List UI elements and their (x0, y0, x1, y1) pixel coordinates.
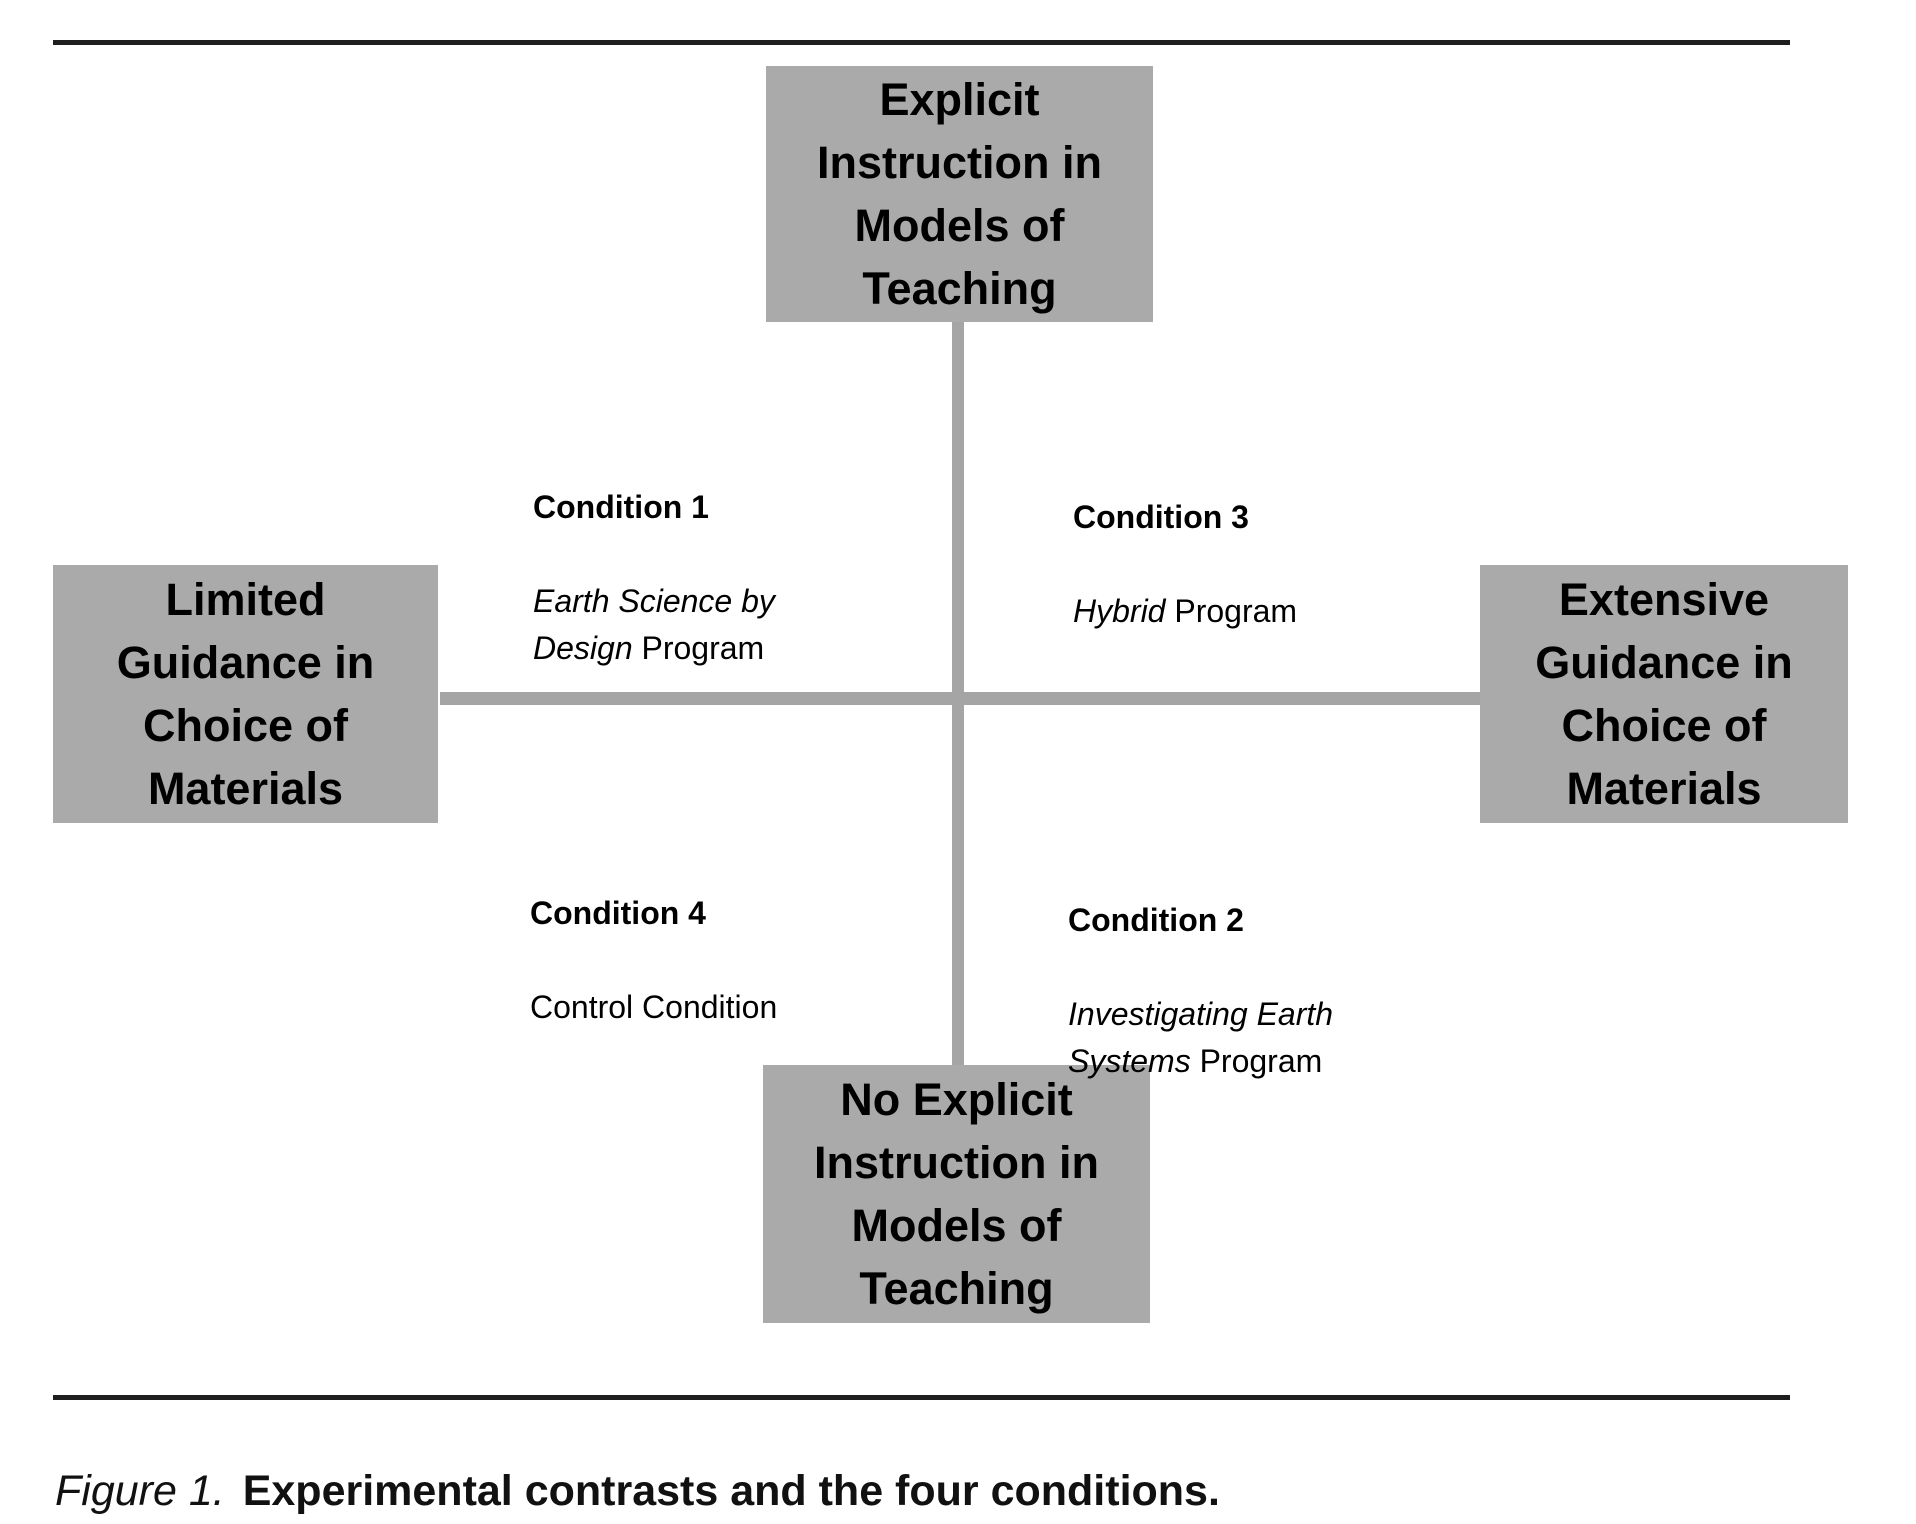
condition-4-program-suffix: Control Condition (530, 989, 778, 1025)
condition-3-program: Hybrid Program (1073, 588, 1297, 635)
condition-1-program-name: Earth Science by Design (533, 583, 775, 666)
condition-4-label: Condition 4 Control Condition (530, 843, 777, 1078)
condition-1-program-suffix: Program (632, 630, 765, 666)
bottom-horizontal-rule (53, 1395, 1790, 1400)
guidance-axis-line (440, 692, 1480, 705)
condition-3-title: Condition 3 (1073, 499, 1249, 535)
condition-1-label: Condition 1 Earth Science by Design Prog… (533, 437, 775, 719)
pole-explicit-instruction: Explicit Instruction in Models of Teachi… (766, 66, 1153, 322)
condition-3-program-suffix: Program (1165, 593, 1298, 629)
condition-1-program: Earth Science by Design Program (533, 578, 775, 672)
top-horizontal-rule (53, 40, 1790, 45)
condition-4-program: Control Condition (530, 984, 777, 1031)
condition-1-title: Condition 1 (533, 489, 709, 525)
condition-3-program-name: Hybrid (1073, 593, 1166, 629)
figure-caption-text: Experimental contrasts and the four cond… (242, 1467, 1220, 1515)
pole-no-explicit-instruction: No Explicit Instruction in Models of Tea… (763, 1065, 1150, 1323)
pole-extensive-guidance: Extensive Guidance in Choice of Material… (1480, 565, 1848, 823)
figure-caption: Figure 1. Experimental contrasts and the … (55, 1465, 1220, 1517)
condition-2-title: Condition 2 (1068, 902, 1244, 938)
condition-2-label: Condition 2 Investigating Earth Systems … (1068, 850, 1333, 1132)
condition-3-label: Condition 3 Hybrid Program (1073, 447, 1297, 682)
figure-caption-number: Figure 1. (55, 1467, 225, 1515)
pole-limited-guidance: Limited Guidance in Choice of Materials (53, 565, 438, 823)
condition-4-title: Condition 4 (530, 895, 706, 931)
condition-2-program-name: Investigating Earth Systems (1068, 996, 1334, 1079)
condition-2-program-suffix: Program (1190, 1043, 1323, 1079)
condition-2-program: Investigating Earth Systems Program (1068, 991, 1333, 1085)
